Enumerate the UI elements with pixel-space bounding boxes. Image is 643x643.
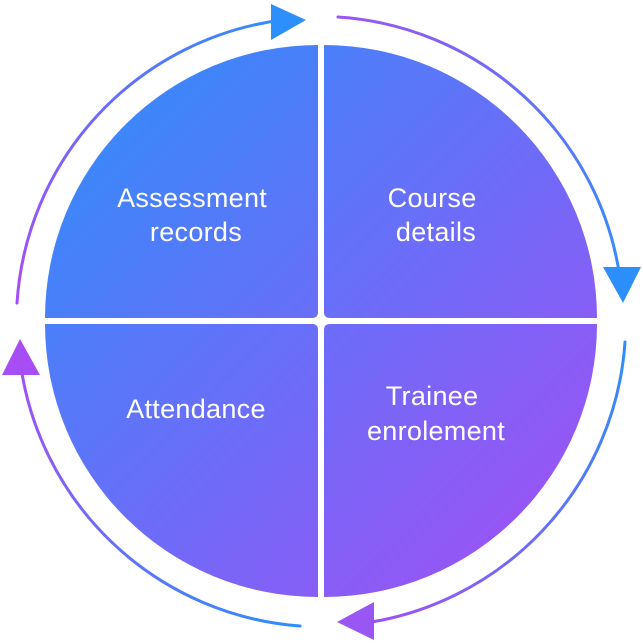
label-top-right: Course details: [388, 183, 485, 247]
label-bottom-left: Attendance: [126, 394, 266, 424]
quadrant-assessment-records: [45, 45, 318, 318]
arc-bottom-right: [356, 340, 627, 626]
arrow-right-icon: [603, 267, 641, 303]
quadrant-course-details: [324, 45, 597, 318]
arc-top-left: [15, 18, 284, 305]
quadrant-attendance: [45, 324, 318, 597]
arrow-bottom-icon: [337, 602, 374, 640]
quadrant-trainee-enrolement: [324, 324, 597, 597]
cycle-arrowheads: [2, 4, 641, 640]
arrow-left-icon: [2, 339, 40, 375]
cycle-arcs: [15, 15, 627, 628]
label-top-left: Assessment records: [117, 183, 275, 247]
arrow-top-icon: [271, 4, 306, 40]
arc-top-right: [336, 15, 622, 280]
arc-bottom-left: [18, 358, 302, 628]
quadrant-labels: Assessment records Course details Traine…: [117, 183, 505, 446]
quadrants: [45, 45, 597, 597]
label-bottom-right: Trainee enrolement: [367, 381, 505, 446]
